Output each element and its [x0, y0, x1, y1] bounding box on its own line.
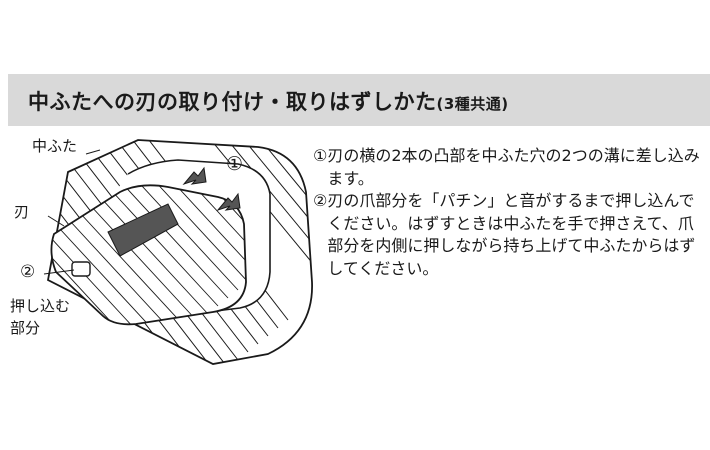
section-header: 中ふたへの刃の取り付け・取りはずしかた(3種共通) — [8, 74, 710, 126]
leader-lines — [43, 149, 101, 275]
insertion-arrows — [182, 166, 241, 212]
lid-blade-drawing — [43, 139, 313, 365]
instructions-list: ① 刃の横の2本の凸部を中ふた穴の2つの溝に差し込みます。 ② 刃の爪部分を「パ… — [313, 145, 709, 280]
instruction-step-2: ② 刃の爪部分を「パチン」と音がするまで押し込んでください。はずすときは中ふたを… — [313, 190, 709, 280]
label-inner-lid: 中ふた — [32, 137, 78, 155]
step-number: ② — [313, 191, 328, 210]
step-text: 刃の横の2本の凸部を中ふた穴の2つの溝に差し込みます。 — [327, 146, 700, 188]
section-title-suffix: (3種共通) — [436, 95, 509, 113]
blade — [50, 184, 247, 326]
instruction-step-1: ① 刃の横の2本の凸部を中ふた穴の2つの溝に差し込みます。 — [313, 145, 709, 190]
step-text: 刃の爪部分を「パチン」と音がするまで押し込んでください。はずすときは中ふたを手で… — [327, 191, 696, 278]
section-title: 中ふたへの刃の取り付け・取りはずしかた(3種共通) — [28, 86, 509, 116]
label-blade: 刃 — [14, 203, 30, 221]
label-push-part-line1: 押し込む — [10, 297, 71, 315]
step-number: ① — [313, 146, 328, 165]
label-step-2-marker: ② — [20, 262, 36, 282]
lid-blade-illustration: 中ふた 刃 ② 押し込む 部分 ① — [8, 132, 320, 372]
section-title-text: 中ふたへの刃の取り付け・取りはずしかた — [28, 90, 437, 114]
label-push-part-line2: 部分 — [10, 319, 41, 337]
label-step-1-marker: ① — [226, 153, 244, 175]
